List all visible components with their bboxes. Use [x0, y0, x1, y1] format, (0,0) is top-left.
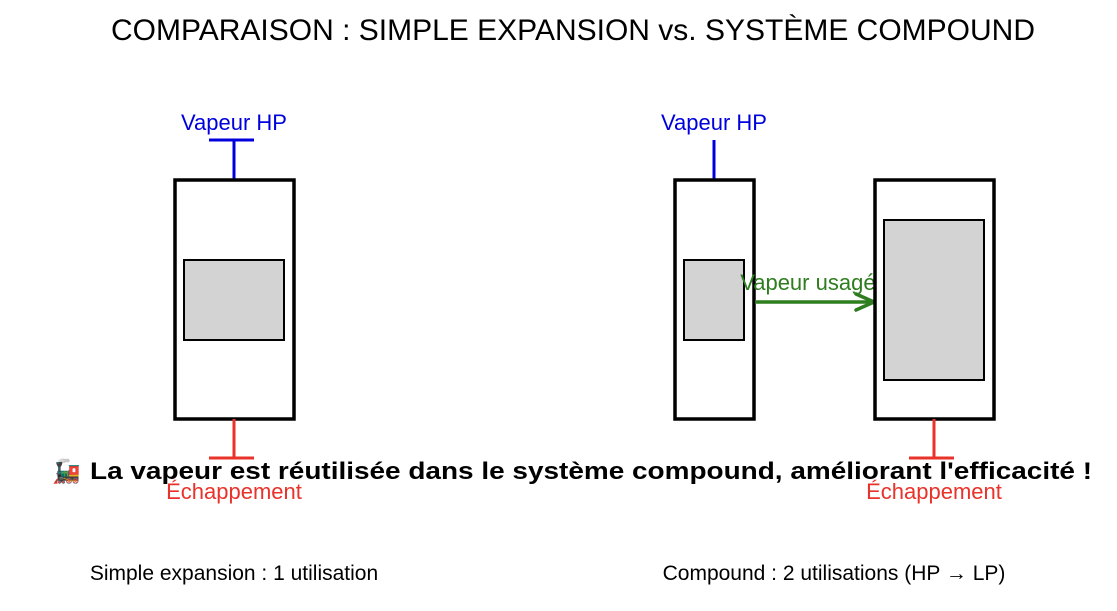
compound-exhaust-label: Échappement	[866, 479, 1002, 504]
lp-piston	[883, 219, 985, 381]
efficiency-note: 🚂 La vapeur est réutilisée dans le systè…	[52, 458, 1092, 485]
simple-inlet-label: Vapeur HP	[181, 110, 287, 135]
transfer-label: Vapeur usagée	[740, 270, 888, 295]
simple-piston	[183, 259, 285, 341]
simple-expansion-group: Vapeur HP Échappement Simple expansion :…	[90, 110, 378, 585]
efficiency-note-text: La vapeur est réutilisée dans le système…	[90, 458, 1092, 485]
compound-caption: Compound : 2 utilisations (HP → LP)	[663, 562, 1006, 585]
hp-piston	[683, 259, 745, 341]
locomotive-icon: 🚂	[52, 458, 81, 485]
simple-exhaust-label: Échappement	[166, 479, 302, 504]
compound-inlet-label: Vapeur HP	[661, 110, 767, 135]
diagram-title: COMPARAISON : SIMPLE EXPANSION vs. SYSTÈ…	[111, 14, 1035, 47]
simple-caption: Simple expansion : 1 utilisation	[90, 562, 378, 585]
compound-system-group: Vapeur HP Vapeur usagée Échappement Comp…	[661, 110, 1005, 585]
